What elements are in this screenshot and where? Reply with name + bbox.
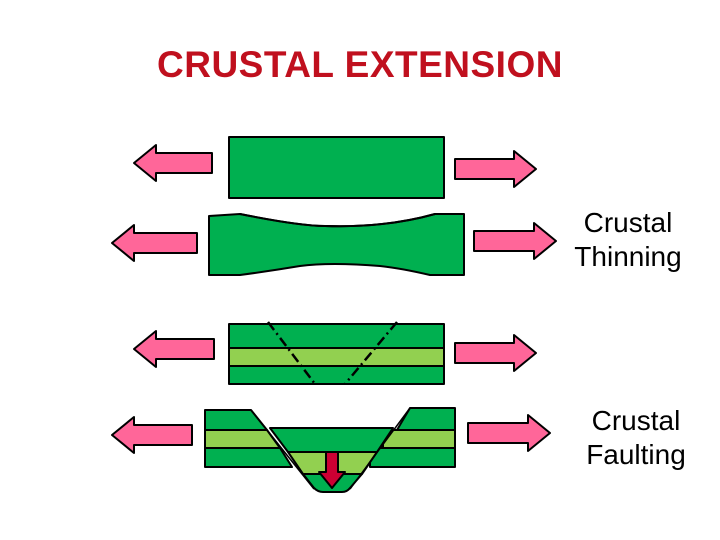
fault-block-left-bottom bbox=[204, 447, 293, 468]
fault-block-right-top bbox=[396, 407, 456, 431]
thinned-crust-top-edge bbox=[239, 213, 436, 228]
fault-line-left bbox=[250, 409, 315, 490]
extension-arrow-left bbox=[133, 144, 213, 182]
crust-layer-bottom bbox=[228, 365, 445, 385]
graben-block-top bbox=[269, 427, 394, 453]
extension-arrow-left bbox=[111, 416, 193, 454]
extension-arrow-left bbox=[111, 224, 198, 262]
label-line: Crustal bbox=[591, 405, 681, 436]
crust-layer-top bbox=[228, 323, 445, 349]
label-crustal-faulting: Crustal Faulting bbox=[566, 404, 706, 472]
fault-block-right-middle bbox=[382, 429, 456, 449]
extension-arrow-right bbox=[454, 334, 537, 372]
page-title: CRUSTAL EXTENSION bbox=[157, 44, 563, 85]
crust-block bbox=[228, 136, 445, 199]
fault-line-right bbox=[344, 321, 398, 385]
row-crustal-faulting bbox=[111, 407, 551, 493]
subsidence-arrow bbox=[318, 451, 346, 489]
fault-line-right bbox=[349, 407, 411, 490]
crust-layer-middle bbox=[228, 347, 445, 367]
thinned-crust-block bbox=[208, 213, 465, 276]
fault-block-right-bottom bbox=[369, 447, 456, 468]
label-line: Faulting bbox=[586, 439, 686, 470]
extension-arrow-right bbox=[454, 150, 537, 188]
label-crustal-thinning: Crustal Thinning bbox=[558, 206, 698, 274]
label-line: Crustal bbox=[583, 207, 673, 238]
fault-line-left bbox=[267, 321, 316, 385]
fault-block-left-top bbox=[204, 409, 268, 431]
row-initial-crust bbox=[133, 136, 537, 199]
extension-arrow-right bbox=[467, 414, 551, 452]
extension-arrow-right bbox=[473, 222, 557, 260]
row-layered-crust bbox=[133, 321, 537, 385]
row-crustal-thinning bbox=[111, 213, 557, 276]
extension-arrow-left bbox=[133, 330, 215, 368]
label-line: Thinning bbox=[574, 241, 682, 272]
